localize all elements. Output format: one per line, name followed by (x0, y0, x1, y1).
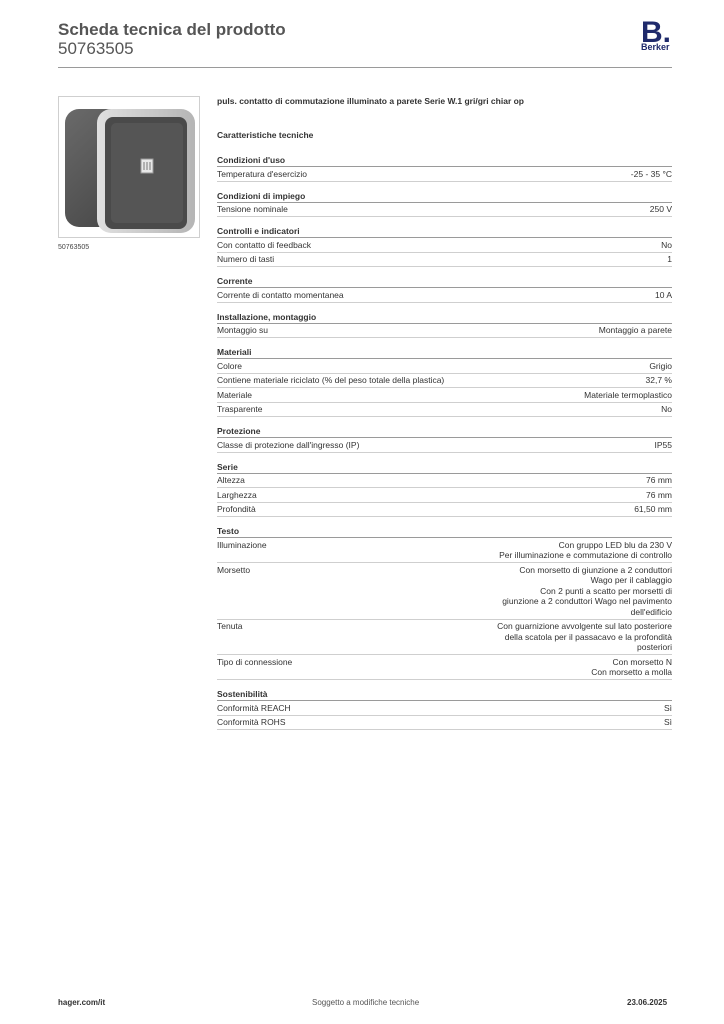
spec-row: Profondità 61,50 mm (217, 503, 672, 517)
spec-label: Corrente di contatto momentanea (217, 289, 344, 300)
spec-label: Morsetto (217, 564, 251, 575)
footer-website-link[interactable]: hager.com/it (58, 998, 106, 1007)
spec-value: No (661, 239, 672, 250)
spec-row: Trasparente No (217, 403, 672, 417)
spec-label: Con contatto di feedback (217, 239, 312, 250)
spec-label: Profondità (217, 504, 256, 514)
spec-row: Illuminazione Con gruppo LED blu da 230 V… (217, 538, 672, 563)
spec-label: Materiale (217, 389, 252, 400)
spec-label: Conformità ROHS (217, 717, 286, 727)
spec-label: Classe di protezione dall'ingresso (IP) (217, 439, 360, 450)
spec-row: Corrente di contatto momentanea 10 A (217, 288, 672, 303)
spec-row: Classe di protezione dall'ingresso (IP) I… (217, 438, 672, 453)
spec-group-title: Materiali (217, 346, 672, 359)
spec-row: Materiale Materiale termoplastico (217, 388, 672, 403)
spec-row: Tenuta Con guarnizione avvolgente sul lat… (217, 620, 672, 655)
spec-label: Numero di tasti (217, 254, 275, 264)
spec-group-title: Controlli e indicatori (217, 225, 672, 238)
spec-group-title: Testo (217, 525, 672, 538)
spec-row: Montaggio su Montaggio a parete (217, 324, 672, 338)
spec-label: Trasparente (217, 404, 263, 414)
berker-logo: B. (637, 16, 677, 54)
spec-value: 61,50 mm (634, 504, 672, 514)
spec-group-title: Condizioni di impiego (217, 190, 672, 203)
spec-row: Con contatto di feedback No (217, 238, 672, 253)
section-title: Caratteristiche tecniche (217, 130, 314, 140)
logo-text: Berker (641, 42, 670, 52)
spec-label: Larghezza (217, 489, 257, 500)
spec-row: Larghezza 76 mm (217, 488, 672, 503)
spec-value: Con gruppo LED blu da 230 V Per illumina… (499, 539, 672, 561)
spec-label: Illuminazione (217, 539, 267, 550)
spec-value: -25 - 35 °C (630, 168, 672, 179)
spec-value: Materiale termoplastico (584, 389, 672, 400)
spec-label: Montaggio su (217, 325, 269, 335)
spec-value: No (661, 404, 672, 414)
spec-value: IP55 (654, 439, 673, 450)
product-image (58, 96, 200, 238)
spec-row: Conformità ROHS Sì (217, 716, 672, 730)
spec-group-title: Condizioni d'uso (217, 154, 672, 167)
spec-label: Tenuta (217, 621, 243, 631)
spec-value: Con guarnizione avvolgente sul lato post… (497, 621, 672, 652)
spec-row: Conformità REACH Sì (217, 701, 672, 716)
product-code: 50763505 (58, 39, 134, 58)
spec-row: Numero di tasti 1 (217, 253, 672, 267)
spec-label: Contiene materiale riciclato (% del peso… (217, 375, 445, 385)
spec-value: 76 mm (646, 489, 672, 500)
header-divider (58, 67, 672, 68)
spec-label: Tensione nominale (217, 204, 288, 214)
spec-value: Montaggio a parete (598, 325, 672, 335)
spec-value: 1 (667, 254, 672, 264)
spec-row: Morsetto Con morsetto di giunzione a 2 co… (217, 563, 672, 620)
spec-row: Contiene materiale riciclato (% del peso… (217, 374, 672, 388)
spec-row: Altezza 76 mm (217, 474, 672, 488)
spec-row: Tipo di connessione Con morsetto N Con mo… (217, 655, 672, 680)
spec-label: Tipo di connessione (217, 656, 293, 667)
spec-label: Temperatura d'esercizio (217, 168, 307, 179)
footer-date: 23.06.2025 (627, 998, 668, 1007)
spec-row: Tensione nominale 250 V (217, 203, 672, 217)
spec-group-title: Protezione (217, 425, 672, 438)
spec-row: Temperatura d'esercizio -25 - 35 °C (217, 167, 672, 182)
spec-group-title: Installazione, montaggio (217, 311, 672, 324)
spec-value: 250 V (649, 204, 672, 214)
spec-row: Colore Grigio (217, 359, 672, 374)
spec-label: Conformità REACH (217, 702, 291, 713)
spec-group-title: Corrente (217, 275, 672, 288)
image-caption: 50763505 (58, 244, 90, 251)
product-description: puls. contatto di commutazione illuminat… (217, 96, 524, 106)
spec-value: Sì (663, 717, 672, 727)
spec-value: Grigio (649, 360, 672, 371)
footer-note: Soggetto a modifiche tecniche (312, 998, 420, 1007)
spec-value: 32,7 % (645, 375, 672, 385)
spec-value: Con morsetto di giunzione a 2 conduttori… (502, 564, 672, 617)
spec-group-title: Serie (217, 461, 672, 474)
logo-letter: B. (641, 16, 671, 46)
spec-group-title: Sostenibilità (217, 688, 672, 701)
spec-value: Sì (663, 702, 672, 713)
spec-label: Colore (217, 360, 243, 371)
page-title: Scheda tecnica del prodotto (58, 20, 286, 39)
spec-value: 10 A (654, 289, 672, 300)
spec-value: 76 mm (646, 475, 672, 485)
spec-value: Con morsetto N Con morsetto a molla (591, 656, 672, 678)
spec-label: Altezza (217, 475, 245, 485)
